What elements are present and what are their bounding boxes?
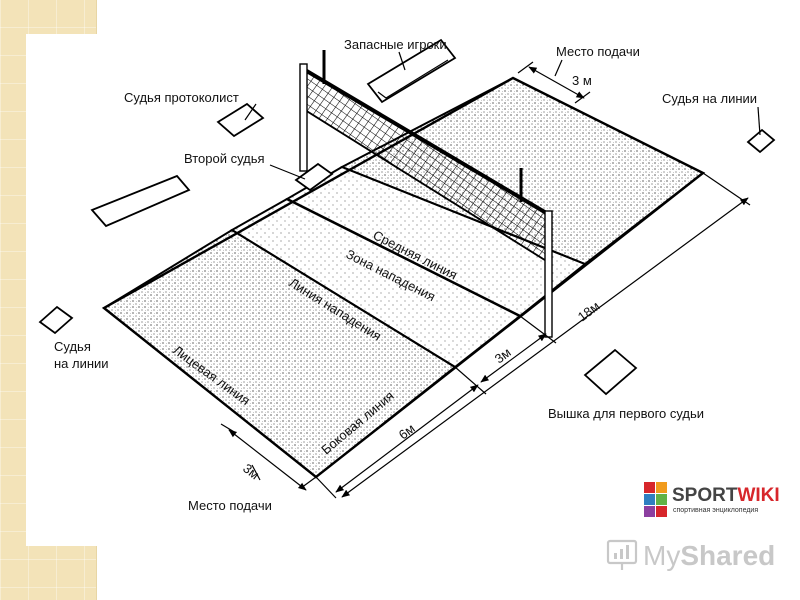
label-line-judge-right: Судья на линии — [662, 91, 757, 106]
net-post-right — [544, 210, 553, 338]
line-judge-box-left — [38, 305, 74, 335]
label-serve-zone-top-dim: 3 м — [572, 73, 592, 88]
net-top-band — [303, 68, 550, 216]
label-serve-zone-bottom: Место подачи — [188, 498, 272, 513]
spare-players-bench-inner — [377, 59, 449, 99]
label-line-judge-left-2: на линии — [54, 356, 109, 371]
sportwiki-logo: SPORTWIKI спортивная энциклопедия — [644, 482, 780, 517]
dim-18m-line — [341, 197, 749, 498]
line-judge-box-right — [746, 128, 776, 154]
dim-3m-top-line — [528, 66, 585, 99]
label-scorer-judge: Судья протоколист — [124, 90, 239, 105]
label-line-judge-left-1: Судья — [54, 339, 91, 354]
label-second-referee: Второй судья — [184, 151, 265, 166]
label-first-referee-stand: Вышка для первого судьи — [548, 406, 704, 421]
dimension-lines — [220, 61, 751, 499]
bench-left — [90, 174, 191, 228]
officials-markers — [38, 38, 776, 396]
myshared-watermark: MyShared — [606, 539, 775, 571]
scorer-table — [216, 102, 265, 138]
spare-players-bench — [366, 38, 457, 104]
label-spare-players: Запасные игроки — [344, 37, 447, 52]
label-serve-zone-top: Место подачи — [556, 44, 640, 59]
net-post-left — [299, 63, 308, 172]
second-referee-box — [294, 162, 334, 192]
sportwiki-tagline: спортивная энциклопедия — [673, 507, 758, 514]
dim-3m-left-line — [228, 429, 307, 491]
sportwiki-brand-text: SPORTWIKI — [672, 485, 780, 506]
myshared-brand-text: MyShared — [643, 540, 775, 571]
